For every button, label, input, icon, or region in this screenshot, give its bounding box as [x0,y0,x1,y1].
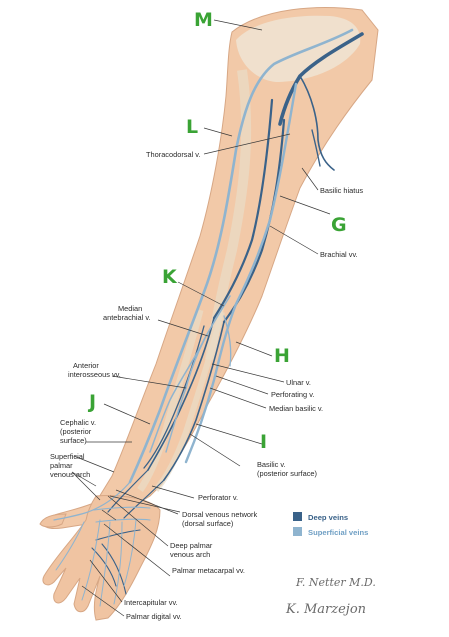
label-anterior-interosseous: Anterior interosseous vv. [68,361,121,379]
label-perforating: Perforating v. [271,390,314,399]
legend-swatch-superficial [293,527,302,536]
label-dorsal-network: Dorsal venous network (dorsal surface) [182,510,259,528]
arm-silhouette [39,7,379,621]
marker-i: I [260,431,267,453]
label-palmar-digital: Palmar digital vv. [126,612,182,621]
label-median-antebrachial: Median antebrachial v. [103,304,151,322]
legend: Deep veins Superficial veins [293,512,368,537]
deep-veins [91,32,364,595]
marker-m: M [194,9,213,31]
marker-g: G [331,214,347,236]
label-palmar-metacarpal: Palmar metacarpal vv. [172,566,245,575]
signature-netter: F. Netter M.D. [295,576,376,589]
label-brachial-vv: Brachial vv. [320,250,358,259]
marker-j: J [87,391,96,413]
label-median-basilic: Median basilic v. [269,404,323,413]
label-superficial-palmar-arch: Superficial palmar venous arch [50,452,90,479]
marker-h: H [274,345,290,367]
marker-letters: M L G K H J I [87,9,347,453]
signature-marzejon: K. Marzejon [285,602,366,617]
label-cephalic: Cephalic v. (posterior surface) [60,418,98,445]
legend-swatch-deep [293,512,302,521]
label-ulnar: Ulnar v. [286,378,311,387]
label-basilic: Basilic v. (posterior surface) [257,460,317,478]
label-perforator: Perforator v. [198,493,238,502]
marker-l: L [186,116,198,138]
superficial-veins [53,28,354,607]
leader-lines [71,19,331,617]
legend-deep-label: Deep veins [308,513,348,522]
label-basilic-hiatus: Basilic hiatus [320,186,363,195]
signatures: F. Netter M.D. K. Marzejon [285,576,376,617]
legend-superficial-label: Superficial veins [308,528,368,537]
label-deep-palmar-arch: Deep palmar venous arch [170,541,214,559]
label-intercapitular: Intercapitular vv. [124,598,178,607]
marker-k: K [162,266,178,288]
label-thoracodorsal: Thoracodorsal v. [146,150,201,159]
structure-labels: Thoracodorsal v. Basilic hiatus Brachial… [50,150,363,621]
